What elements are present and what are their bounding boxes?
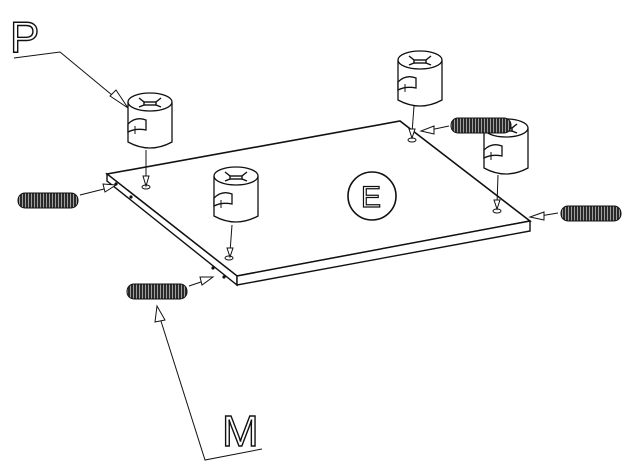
leader-line-p [13,51,129,109]
label-m: M [222,407,259,456]
cam-lock-fitting [397,50,443,107]
panel-board [105,120,532,287]
dowel-pin [126,283,188,300]
dowel-pin [450,117,512,134]
label-e: E [361,181,381,214]
insertion-arrows-vertical [142,105,501,259]
cam-lock-fitting [213,166,259,223]
leader-line-m [154,304,263,461]
label-p: P [10,13,39,62]
dowel-pin [560,205,622,222]
cam-lock-fitting [127,92,173,149]
insertion-arrows-horizontal [79,125,559,287]
label-e-circle: E [347,171,397,221]
dowel-pin [17,192,79,209]
